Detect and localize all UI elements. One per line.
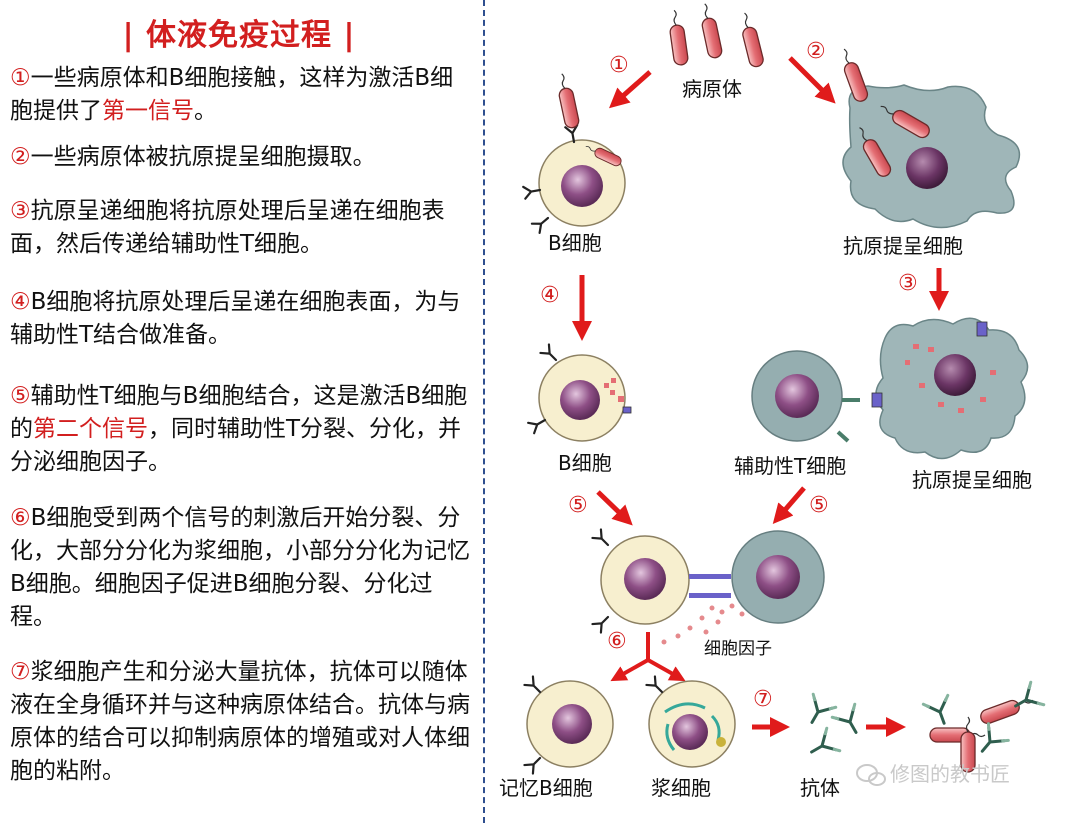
step-text: 辅助性T细胞与B细胞结合，这是激活B细胞的 xyxy=(10,383,468,442)
step-5-number-right: ⑤ xyxy=(809,493,829,518)
antibody-pathogen-complex xyxy=(921,680,1046,773)
step-7: ⑦浆细胞产生和分泌大量抗体，抗体可以随体液在全身循环并与这种病原体结合。抗体与病… xyxy=(10,656,472,788)
page-title: | 体液免疫过程 | xyxy=(122,18,356,53)
step-1: ①一些病原体和B细胞接触，这样为激活B细胞提供了第一信号。 xyxy=(10,62,472,128)
step-number: ② xyxy=(10,144,31,170)
pathogen xyxy=(836,46,871,104)
arrow-step-2 xyxy=(788,56,836,104)
step-number: ⑦ xyxy=(10,659,31,685)
pathogen xyxy=(666,8,690,67)
step-number: ① xyxy=(10,65,31,91)
b-t-conjugate xyxy=(591,528,825,634)
plasma-cell xyxy=(645,675,736,768)
antibody xyxy=(803,726,842,765)
step-2: ②一些病原体被抗原提呈细胞摄取。 xyxy=(10,141,472,174)
pathogen xyxy=(737,10,766,69)
step-text: 浆细胞产生和分泌大量抗体，抗体可以随体液在全身循环并与这种病原体结合。抗体与病原… xyxy=(10,659,470,784)
step-text: 。 xyxy=(194,98,217,124)
apc-1 xyxy=(836,46,1021,229)
step-text: ，同时辅助性T分裂、分化，并分泌细胞因子。 xyxy=(10,416,462,475)
immune-process-diagram: 病原体 ① ② B细胞 抗原提呈细胞 ③ ④ xyxy=(499,1,1046,800)
b-cell-1 xyxy=(522,71,626,234)
step-1-number: ① xyxy=(609,53,629,78)
antibody xyxy=(970,722,1010,762)
step-text: 抗原呈递细胞将抗原处理后呈递在细胞表面，然后传递给辅助性T细胞。 xyxy=(10,198,445,257)
step-number: ⑤ xyxy=(10,383,31,409)
wechat-icon xyxy=(856,764,886,786)
panel-divider xyxy=(483,0,485,823)
step-text: B细胞将抗原处理后呈递在细胞表面，为与辅助性T结合做准备。 xyxy=(10,289,461,348)
watermark-text: 修图的教书匠 xyxy=(890,762,1010,786)
step-number: ④ xyxy=(10,289,31,315)
step-number: ③ xyxy=(10,198,31,224)
label-apc-2: 抗原提呈细胞 xyxy=(912,468,1032,492)
step-6-number: ⑥ xyxy=(607,629,627,654)
pathogen xyxy=(929,727,986,743)
helper-t-cell xyxy=(751,350,860,443)
step-7-number: ⑦ xyxy=(753,687,773,712)
antibody-group xyxy=(799,692,869,765)
step-text: 一些病原体被抗原提呈细胞摄取。 xyxy=(30,144,376,170)
antibody xyxy=(830,702,869,741)
step-5: ⑤辅助性T细胞与B细胞结合，这是激活B细胞的第二个信号，同时辅助性T分裂、分化，… xyxy=(10,380,472,479)
step-text: B细胞受到两个信号的刺激后开始分裂、分化，大部分分化为浆细胞，小部分分化为记忆B… xyxy=(10,505,470,630)
step-2-number: ② xyxy=(806,39,826,64)
cytokine-dots xyxy=(661,603,745,645)
label-antibody: 抗体 xyxy=(800,776,840,800)
b-cell-2 xyxy=(527,343,632,442)
pathogen-group xyxy=(666,1,766,69)
label-helper-t: 辅助性T细胞 xyxy=(734,454,846,478)
antibody xyxy=(921,693,958,730)
label-b-cell-1: B细胞 xyxy=(548,231,602,255)
label-plasma: 浆细胞 xyxy=(651,776,711,800)
step-text: 一些病原体和B细胞接触，这样为激活B细胞提供了 xyxy=(10,65,454,124)
memory-b-cell xyxy=(523,675,614,775)
arrow-step-6 xyxy=(610,632,686,682)
label-memory-b: 记忆B细胞 xyxy=(499,776,593,800)
step-3: ③抗原呈递细胞将抗原处理后呈递在细胞表面，然后传递给辅助性T细胞。 xyxy=(10,195,472,261)
label-b-cell-2: B细胞 xyxy=(558,451,612,475)
apc-2 xyxy=(871,317,1029,460)
arrow-step-1 xyxy=(609,70,652,109)
watermark: 修图的教书匠 xyxy=(856,762,1010,786)
antibody xyxy=(799,692,838,731)
step-4: ④B细胞将抗原处理后呈递在细胞表面，为与辅助性T结合做准备。 xyxy=(10,286,472,352)
label-apc-1: 抗原提呈细胞 xyxy=(843,234,963,258)
step-highlight: 第二个信号 xyxy=(33,416,148,442)
step-3-number: ③ xyxy=(898,271,918,296)
step-highlight: 第一信号 xyxy=(102,98,194,124)
arrow-step-5-right xyxy=(772,486,806,525)
label-pathogen: 病原体 xyxy=(682,77,742,101)
arrow-step-5-left xyxy=(596,490,633,526)
step-6: ⑥B细胞受到两个信号的刺激后开始分裂、分化，大部分分化为浆细胞，小部分分化为记忆… xyxy=(10,502,472,634)
step-5-number-left: ⑤ xyxy=(568,493,588,518)
step-number: ⑥ xyxy=(10,505,31,531)
pathogen xyxy=(554,71,581,130)
legend-panel: | 体液免疫过程 | ①一些病原体和B细胞接触，这样为激活B细胞提供了第一信号。… xyxy=(0,0,478,823)
label-cytokine: 细胞因子 xyxy=(704,639,772,659)
pathogen xyxy=(697,1,724,60)
step-4-number: ④ xyxy=(540,283,560,308)
